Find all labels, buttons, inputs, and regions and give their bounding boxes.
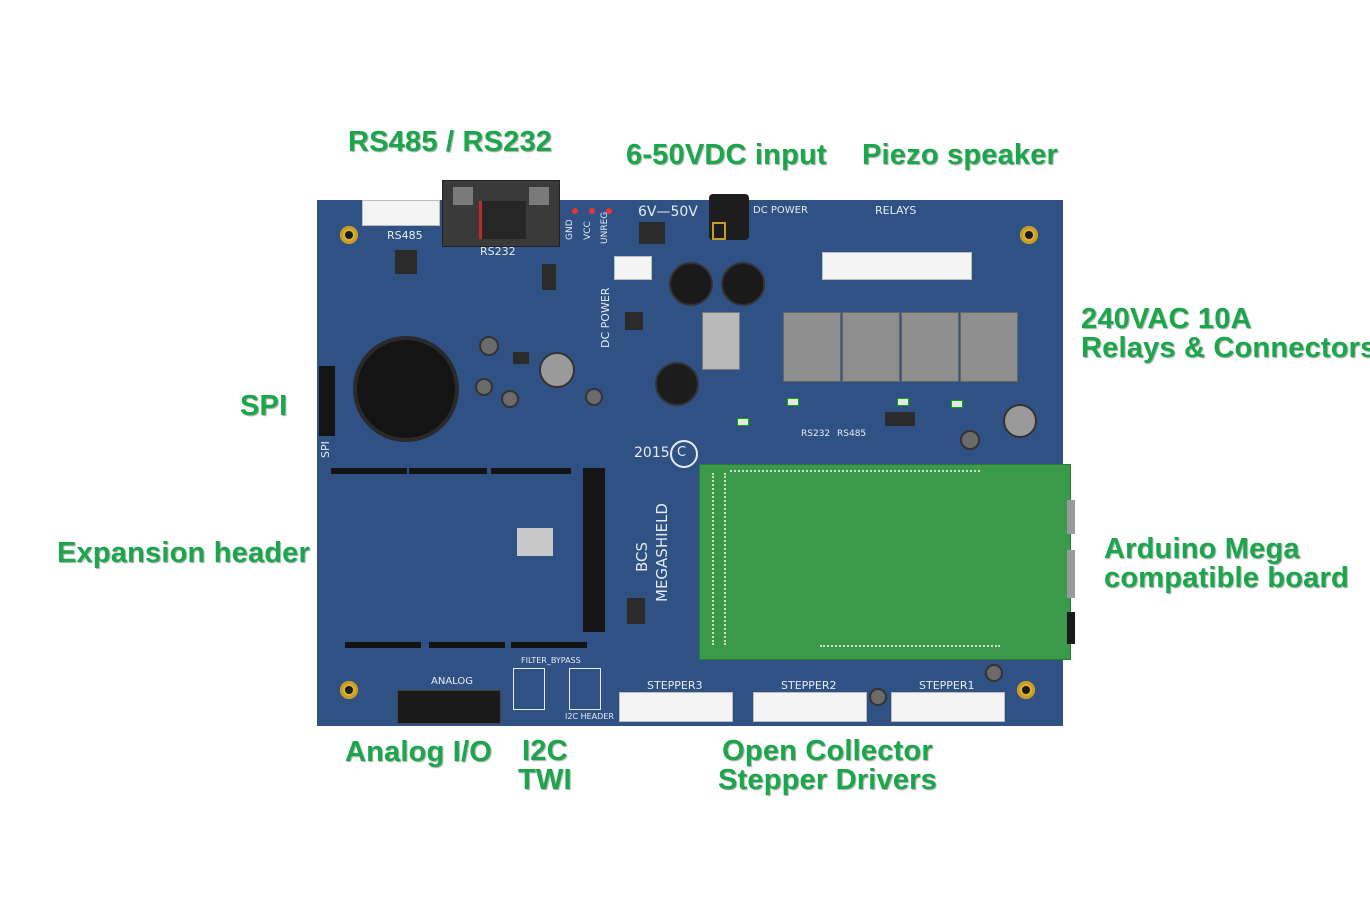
rs232-db9-connector xyxy=(442,180,560,247)
year-label: 2015 xyxy=(634,445,670,461)
capacitor xyxy=(869,688,887,706)
small-connector xyxy=(614,256,652,280)
rs485-jumper-label: RS485 xyxy=(837,429,867,439)
analog-label: ANALOG xyxy=(431,676,473,687)
power-transistor xyxy=(702,312,740,370)
large-capacitor xyxy=(1003,404,1037,438)
stepper1-connector xyxy=(891,692,1005,722)
callout-i2c: I2C TWI xyxy=(518,737,572,795)
mounting-hole xyxy=(340,681,358,699)
ic-chip xyxy=(513,352,529,364)
relay-connector xyxy=(822,252,972,280)
dc-power-top-label: DC POWER xyxy=(753,205,808,216)
copyright-letter: C xyxy=(677,445,687,460)
rs232-jumper-label: RS232 xyxy=(801,429,831,439)
dc-power-side-label: DC POWER xyxy=(599,287,612,348)
callout-spi: SPI xyxy=(240,390,288,422)
pin-header xyxy=(491,468,571,474)
pin-header xyxy=(511,642,587,648)
ic-chip xyxy=(517,528,553,556)
pin-header xyxy=(429,642,505,648)
analog-header-connector xyxy=(397,690,501,724)
mounting-hole xyxy=(1017,681,1035,699)
ic-chip xyxy=(625,312,643,330)
ic-chip xyxy=(542,264,556,290)
arduino-mega-board xyxy=(699,464,1071,660)
gnd-label: GND xyxy=(565,219,575,240)
callout-steppers-line2: Stepper Drivers xyxy=(718,764,937,796)
callout-i2c-line2: TWI xyxy=(518,764,572,796)
rs485-label: RS485 xyxy=(387,229,423,242)
callout-rs485-rs232: RS485 / RS232 xyxy=(348,126,553,158)
pin-header xyxy=(345,642,421,648)
copyright-symbol: C xyxy=(670,440,698,468)
capacitor xyxy=(985,664,1003,682)
buzzer xyxy=(655,362,699,406)
led xyxy=(787,398,799,406)
spi-label: SPI xyxy=(319,441,332,458)
piezo-speaker-1 xyxy=(669,262,713,306)
pin-header xyxy=(409,468,487,474)
relay-4 xyxy=(960,312,1018,382)
callout-i2c-line1: I2C xyxy=(522,735,568,767)
relay-3 xyxy=(901,312,959,382)
relay-1 xyxy=(783,312,841,382)
jumper-block-right xyxy=(569,668,601,710)
large-capacitor xyxy=(539,352,575,388)
callout-dc-input: 6-50VDC input xyxy=(626,139,827,171)
led xyxy=(737,418,749,426)
pcb-board: RS485 RS232 GND VCC UNREG 6V—50V DC POWE… xyxy=(317,180,1075,726)
callout-piezo: Piezo speaker xyxy=(862,139,1059,171)
relays-label: RELAYS xyxy=(875,204,917,217)
callout-steppers-line1: Open Collector xyxy=(722,735,933,767)
callout-analog: Analog I/O xyxy=(345,736,492,768)
capacitor xyxy=(475,378,493,396)
stepper3-connector xyxy=(619,692,733,722)
vcc-label: VCC xyxy=(583,221,593,240)
callout-relays-line1: 240VAC 10A xyxy=(1081,303,1252,335)
capacitor xyxy=(960,430,980,450)
coin-cell-battery xyxy=(357,340,455,438)
rtc-chip xyxy=(395,250,417,274)
megashield-label: MEGASHIELD xyxy=(653,503,671,602)
callout-relays: 240VAC 10A Relays & Connectors xyxy=(1081,305,1370,363)
callout-steppers: Open Collector Stepper Drivers xyxy=(718,737,937,795)
rs232-label: RS232 xyxy=(480,245,516,258)
callout-arduino: Arduino Mega compatible board xyxy=(1104,535,1349,593)
spi-header xyxy=(319,366,335,436)
stepper3-label: STEPPER3 xyxy=(647,679,703,692)
ic-chip xyxy=(885,412,915,426)
i2c-header-label: I2C HEADER xyxy=(565,712,614,721)
expansion-header xyxy=(583,468,605,632)
mounting-hole xyxy=(1020,226,1038,244)
rs485-connector xyxy=(362,200,440,226)
voltage-label: 6V—50V xyxy=(638,204,698,220)
relay-2 xyxy=(842,312,900,382)
led xyxy=(951,400,963,408)
pin-header xyxy=(331,468,407,474)
callout-arduino-line2: compatible board xyxy=(1104,562,1349,594)
jumper-block-left xyxy=(513,668,545,710)
unreg-label: UNREG xyxy=(600,211,610,244)
stepper1-label: STEPPER1 xyxy=(919,679,975,692)
stepper2-connector xyxy=(753,692,867,722)
callout-expansion: Expansion header xyxy=(57,537,310,569)
dc-jack xyxy=(709,194,749,240)
ic-chip xyxy=(627,598,645,624)
callout-arduino-line1: Arduino Mega xyxy=(1104,533,1300,565)
capacitor xyxy=(501,390,519,408)
piezo-speaker-2 xyxy=(721,262,765,306)
regulator-chip xyxy=(639,222,665,244)
capacitor xyxy=(479,336,499,356)
capacitor xyxy=(585,388,603,406)
callout-relays-line2: Relays & Connectors xyxy=(1081,332,1370,364)
bcs-label: BCS xyxy=(633,541,651,572)
led xyxy=(897,398,909,406)
filter-bypass-label: FILTER_BYPASS xyxy=(521,656,581,665)
stepper2-label: STEPPER2 xyxy=(781,679,837,692)
mounting-hole xyxy=(340,226,358,244)
